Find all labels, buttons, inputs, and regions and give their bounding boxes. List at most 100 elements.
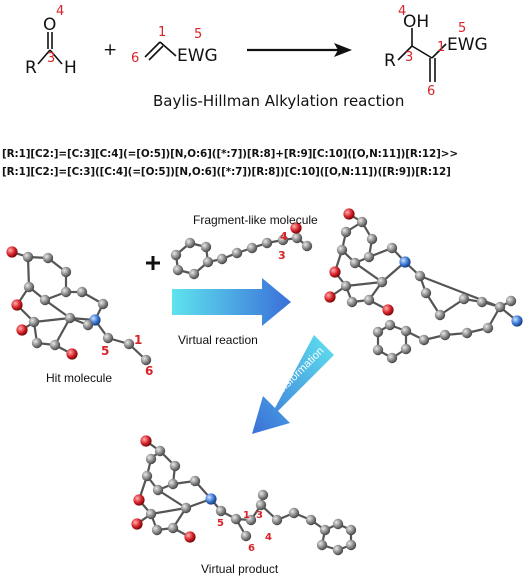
carbon-atom bbox=[102, 332, 114, 344]
carbon-atom bbox=[366, 233, 378, 245]
carbon-atom bbox=[332, 518, 344, 530]
carbon-atom bbox=[476, 296, 488, 308]
carbon-atom bbox=[60, 266, 72, 278]
hit-molecule-atoms bbox=[6, 246, 152, 366]
carbon-atom bbox=[363, 251, 375, 263]
oxygen-atom bbox=[140, 435, 152, 447]
carbon-atom bbox=[167, 522, 179, 534]
bond bbox=[150, 506, 187, 516]
carbon-atom bbox=[340, 226, 352, 238]
smirks-line-1: [R:1][C2:]=[C:3][C:4](=[O:5])[N,O:6]([*:… bbox=[2, 148, 459, 160]
carbon-atom bbox=[363, 294, 375, 306]
carbon-atom bbox=[434, 309, 446, 321]
product-model-number-4: 4 bbox=[265, 532, 272, 543]
oxygen-atom bbox=[290, 222, 302, 234]
carbon-atom bbox=[22, 251, 34, 263]
carbon-atom bbox=[386, 352, 398, 364]
alkene-number-6: 6 bbox=[131, 51, 140, 66]
carbon-atom bbox=[400, 325, 412, 337]
carbon-atom bbox=[420, 287, 432, 299]
carbon-atom bbox=[291, 232, 303, 244]
carbon-atom bbox=[97, 298, 109, 310]
smirks-line-2: [R:1][C2:]=[C:3]([C:4](=[O:5])[N,O:6]([*… bbox=[2, 166, 451, 178]
carbon-atom bbox=[384, 319, 396, 331]
carbon-atom bbox=[39, 294, 51, 306]
carbon-atom bbox=[414, 270, 426, 282]
product-model-number-1: 1 bbox=[243, 510, 250, 521]
carbon-atom bbox=[202, 256, 214, 268]
carbon-atom bbox=[245, 514, 257, 526]
carbon-atom bbox=[372, 344, 384, 356]
carbon-atom bbox=[31, 337, 43, 349]
product-structure bbox=[397, 28, 447, 82]
carbon-atom bbox=[216, 253, 228, 265]
product-model-number-5: 5 bbox=[217, 518, 224, 529]
hit-number-6: 6 bbox=[145, 364, 154, 378]
carbon-atom bbox=[376, 276, 388, 288]
fragment-caption: Fragment-like molecule bbox=[193, 213, 318, 227]
bond bbox=[345, 280, 383, 288]
carbon-atom bbox=[169, 460, 181, 472]
oxygen-atom bbox=[329, 266, 341, 278]
aldehyde-o-number: 4 bbox=[56, 4, 65, 19]
oxygen-atom bbox=[66, 348, 78, 360]
fragment-number-3: 3 bbox=[278, 249, 286, 262]
carbon-atom bbox=[28, 316, 40, 328]
nitrogen-atom bbox=[205, 493, 217, 505]
carbon-atom bbox=[316, 539, 328, 551]
reaction-product-model-atoms bbox=[324, 208, 523, 364]
product-ewg-label: EWG bbox=[447, 35, 488, 55]
fragment-number-4: 4 bbox=[280, 230, 288, 243]
carbon-atom bbox=[240, 530, 252, 542]
carbon-atom bbox=[123, 338, 135, 350]
carbon-atom bbox=[184, 237, 196, 249]
nitrogen-atom bbox=[511, 315, 523, 327]
carbon-atom bbox=[145, 508, 157, 520]
carbon-atom bbox=[439, 329, 451, 341]
product-number-3: 3 bbox=[405, 50, 414, 65]
product-model-number-6: 6 bbox=[248, 543, 255, 554]
aldehyde-h-label: H bbox=[64, 58, 77, 78]
alkene-structure bbox=[144, 41, 177, 61]
carbon-atom bbox=[180, 502, 192, 514]
oxygen-atom bbox=[133, 494, 145, 506]
carbon-atom bbox=[336, 244, 348, 256]
product-oh-label: OH bbox=[403, 12, 430, 32]
aldehyde-o-label: O bbox=[43, 15, 57, 35]
nitrogen-atom bbox=[399, 256, 411, 268]
carbon-atom bbox=[345, 524, 357, 536]
product-number-1: 1 bbox=[437, 40, 446, 55]
oxygen-atom bbox=[131, 518, 143, 530]
carbon-atom bbox=[188, 268, 200, 280]
virtual-reaction-arrow bbox=[172, 278, 291, 326]
carbon-atom bbox=[349, 257, 361, 269]
carbon-atom bbox=[154, 445, 166, 457]
alkene-ewg-label: EWG bbox=[177, 46, 218, 66]
carbon-atom bbox=[418, 334, 430, 346]
carbon-atom bbox=[246, 242, 258, 254]
carbon-atom bbox=[64, 312, 76, 324]
product-model-number-3: 3 bbox=[256, 510, 263, 521]
carbon-atom bbox=[372, 326, 384, 338]
alkene-number-1: 1 bbox=[158, 25, 167, 40]
aldehyde-c-number: 3 bbox=[47, 51, 56, 66]
carbon-atom bbox=[255, 499, 267, 511]
carbon-atom bbox=[230, 513, 242, 525]
alkene-number-5: 5 bbox=[194, 27, 203, 42]
aldehyde-r-label: R bbox=[25, 58, 37, 78]
carbon-atom bbox=[461, 327, 473, 339]
product-number-6: 6 bbox=[427, 84, 436, 99]
oxygen-atom bbox=[11, 299, 23, 311]
carbon-atom bbox=[261, 237, 273, 249]
carbon-atom bbox=[505, 295, 517, 307]
carbon-atom bbox=[200, 241, 212, 253]
carbon-atom bbox=[23, 281, 35, 293]
carbon-atom bbox=[172, 264, 184, 276]
carbon-atom bbox=[288, 507, 300, 519]
carbon-atom bbox=[257, 489, 269, 501]
reaction-arrow bbox=[247, 43, 352, 57]
oxygen-atom bbox=[382, 304, 394, 316]
carbon-atom bbox=[400, 343, 412, 355]
carbon-atom bbox=[49, 339, 61, 351]
